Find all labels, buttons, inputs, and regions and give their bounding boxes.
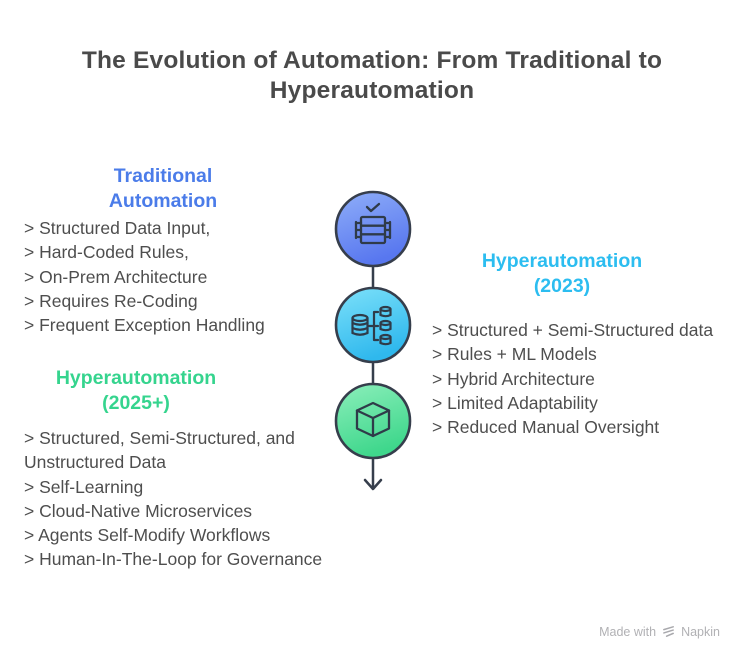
list-item: > Rules + ML Models: [432, 344, 597, 365]
list-item: > Agents Self-Modify Workflows: [24, 525, 271, 546]
heading-line: (2025+): [102, 392, 170, 414]
timeline: [334, 190, 412, 491]
heading-line: Hyperautomation: [55, 367, 217, 389]
hyperautomation-2025-heading: Hyperautomation (2025+): [6, 366, 266, 416]
traditional-automation-list: > Structured Data Input, > Hard-Coded Ru…: [24, 216, 326, 337]
timeline-node-2025: [334, 382, 412, 460]
cube-icon: [355, 401, 391, 438]
timeline-node-2023: [334, 286, 412, 364]
page-title: The Evolution of Automation: From Tradit…: [0, 46, 744, 106]
server-check-icon: [354, 202, 392, 245]
list-item: > On-Prem Architecture: [24, 266, 208, 287]
small-database-top: [379, 305, 392, 318]
list-item: > Requires Re-Coding: [24, 290, 198, 311]
list-item: > Hybrid Architecture: [432, 368, 595, 389]
list-item: > Hard-Coded Rules,: [24, 242, 189, 263]
traditional-automation-heading: Traditional Automation: [33, 164, 293, 214]
list-item: > Structured, Semi-Structured, and Unstr…: [24, 428, 295, 473]
page-title-line2: Hyperautomation: [269, 77, 475, 104]
page-title-line1: The Evolution of Automation: From Tradit…: [81, 47, 663, 74]
hyperautomation-2023-list: > Structured + Semi-Structured data > Ru…: [432, 318, 728, 439]
made-with-napkin-link[interactable]: Made with Napkin: [599, 624, 720, 639]
heading-line: Traditional: [113, 165, 213, 187]
hyperautomation-2023-heading: Hyperautomation (2023): [432, 249, 692, 299]
list-item: > Frequent Exception Handling: [24, 315, 265, 336]
heading-line: Hyperautomation: [481, 250, 643, 272]
small-database-bottom: [379, 333, 392, 346]
small-database-middle: [379, 319, 392, 332]
napkin-brand-label: Napkin: [681, 624, 720, 639]
list-item: > Structured + Semi-Structured data: [432, 320, 714, 340]
hyperautomation-2025-list: > Structured, Semi-Structured, and Unstr…: [24, 426, 328, 572]
list-item: > Self-Learning: [24, 476, 144, 497]
list-item: > Reduced Manual Oversight: [432, 417, 660, 438]
timeline-node-traditional: [334, 190, 412, 268]
list-item: > Human-In-The-Loop for Governance: [24, 549, 323, 570]
heading-line: Automation: [108, 190, 218, 212]
list-item: > Structured Data Input,: [24, 218, 211, 238]
list-item: > Limited Adaptability: [432, 392, 598, 413]
list-item: > Cloud-Native Microservices: [24, 500, 253, 521]
database-branch-icon: [351, 305, 392, 346]
napkin-logo-icon: [663, 626, 675, 637]
made-with-label: Made with: [599, 624, 657, 639]
arrow-down-icon: [363, 478, 383, 491]
heading-line: (2023): [533, 275, 591, 297]
